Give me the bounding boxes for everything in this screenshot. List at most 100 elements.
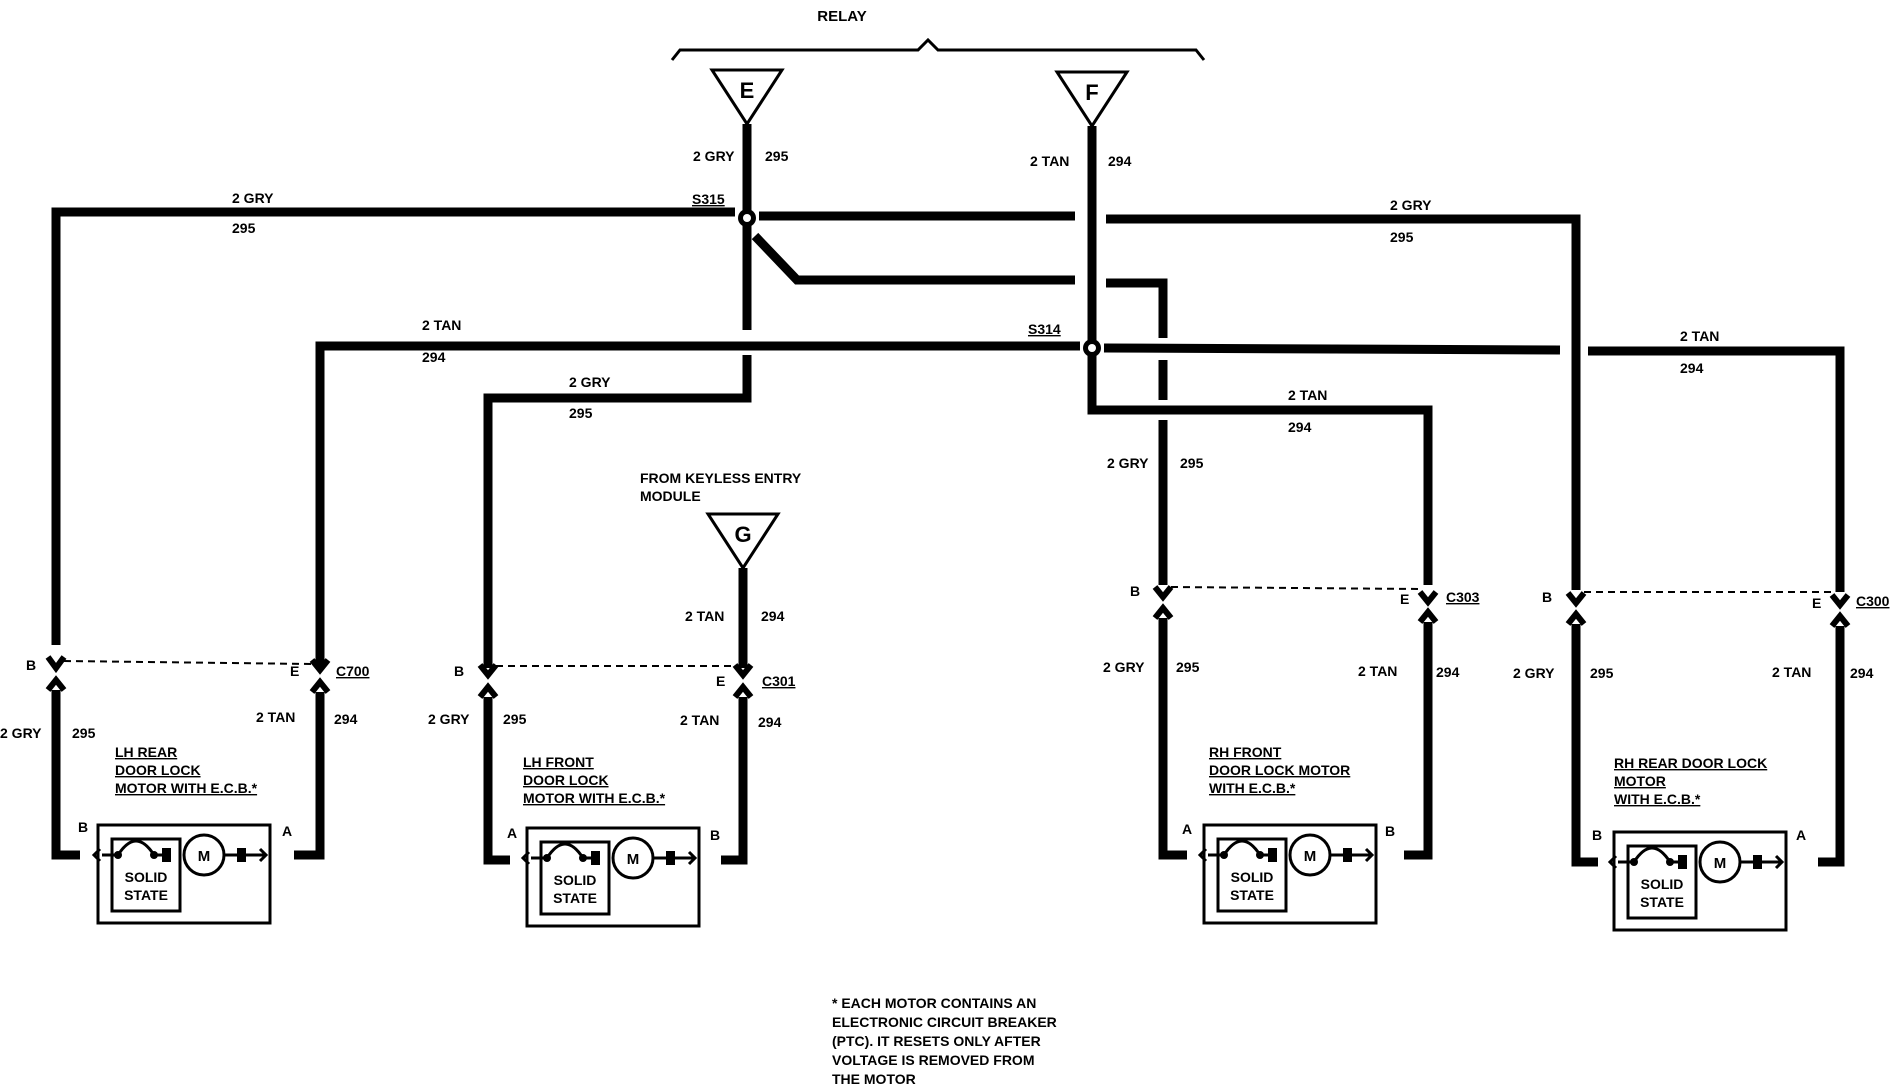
wire-294-trunk [1087, 126, 1433, 585]
connector-rh-front-b-top [1152, 585, 1174, 602]
label-rh-front-gry-mid: 2 GRY [1107, 455, 1149, 471]
connector-rh-rear-b-top [1565, 591, 1587, 608]
wire-rh-front-b-lower [1404, 622, 1433, 860]
connector-c700-tie [63, 660, 313, 665]
label-e-gry: 2 GRY [693, 148, 735, 164]
motor-lh-rear-m: M [198, 848, 211, 865]
wire-lh-rear-a-lower [294, 692, 325, 860]
wire-294-rh-rear-2 [1588, 346, 1845, 592]
relay-bracket [670, 37, 1206, 61]
connector-rh-rear-e-top [1829, 593, 1851, 610]
wire-lh-front-b-lower [721, 697, 748, 865]
keyless-label-line1: FROM KEYLESS ENTRY [640, 470, 802, 486]
relay-terminal-e [709, 68, 785, 127]
connectors [45, 585, 1851, 699]
label-rh-rear-295-low: 295 [1590, 665, 1614, 681]
wire-rh-rear-b-lower [1571, 624, 1598, 867]
motor-lh-rear-solid: SOLID [125, 869, 168, 885]
motor-rh-rear-state: STATE [1640, 894, 1684, 910]
footnote-line-5: THE MOTOR [832, 1071, 916, 1087]
wire-295-rh-front-2 [1106, 278, 1168, 338]
wire-lh-rear-b-lower [51, 690, 80, 860]
footnote-line-2: ELECTRONIC CIRCUIT BREAKER [832, 1014, 1057, 1030]
motor-rh-front-title-2: DOOR LOCK MOTOR [1209, 762, 1350, 778]
connector-lh-front-e-bot [732, 682, 754, 699]
label-rh-rear-294-top: 294 [1680, 360, 1704, 376]
connector-rh-front-e-bot [1417, 607, 1439, 624]
footnote-line-4: VOLTAGE IS REMOVED FROM [832, 1052, 1035, 1068]
splice-s314-dot [1088, 344, 1096, 352]
label-f-tan: 2 TAN [1030, 153, 1069, 169]
keyless-label-line2: MODULE [640, 488, 701, 504]
motor-lh-front-m: M [627, 851, 640, 868]
motor-rh-rear-title-2: MOTOR [1614, 773, 1666, 789]
label-rh-front-294-low: 294 [1436, 664, 1460, 680]
connector-c303-label: C303 [1446, 589, 1480, 605]
motor-lh-rear-title-2: DOOR LOCK [115, 762, 201, 778]
wire-295-rh-rear-2 [1106, 214, 1581, 590]
relay-terminal-f-label: F [1085, 80, 1098, 105]
label-rh-front-295-mid: 295 [1180, 455, 1204, 471]
motor-lh-front: SOLID STATE M [521, 826, 701, 928]
footnote-line-1: * EACH MOTOR CONTAINS AN [832, 995, 1036, 1011]
connector-c301-label: C301 [762, 673, 796, 689]
connector-c300-label: C300 [1856, 593, 1890, 609]
label-lh-rear-295-top: 295 [232, 220, 256, 236]
splice-s315-label: S315 [692, 191, 725, 207]
label-lh-front-gry-top: 2 GRY [569, 374, 611, 390]
label-lh-front-tan-low: 2 TAN [680, 712, 719, 728]
label-lh-front-295-top: 295 [569, 405, 593, 421]
pin-rh-front-b: B [1385, 823, 1395, 839]
connector-c303-tie [1170, 586, 1421, 590]
pin-lh-rear-b: B [78, 819, 88, 835]
connector-lh-front-b-top [477, 663, 499, 680]
motor-rh-rear-m: M [1714, 855, 1727, 872]
motor-lh-rear: SOLID STATE M [92, 823, 272, 925]
label-lh-rear-tan-top: 2 TAN [422, 317, 461, 333]
label-rh-front-294-top: 294 [1288, 419, 1312, 435]
connector-rh-rear-b-bot [1565, 609, 1587, 626]
pin-lh-front-a: A [507, 825, 517, 841]
pin-c301-b: B [454, 663, 464, 679]
motor-rh-rear: SOLID STATE M [1608, 830, 1788, 932]
keyless-terminal-g-label: G [734, 522, 751, 547]
wire-rh-rear-a-lower [1818, 626, 1845, 867]
label-lh-front-294-low: 294 [758, 714, 782, 730]
label-lh-rear-gry-top: 2 GRY [232, 190, 274, 206]
motor-rh-front-solid: SOLID [1231, 869, 1274, 885]
motor-rh-front-m: M [1304, 848, 1317, 865]
connector-lh-rear-b-top [45, 655, 67, 674]
pin-rh-rear-a: A [1796, 827, 1806, 843]
pin-lh-front-b: B [710, 827, 720, 843]
pin-c301-e: E [716, 673, 725, 689]
motor-rh-front-title-3: WITH E.C.B.* [1209, 780, 1296, 796]
motor-lh-front-solid: SOLID [554, 872, 597, 888]
motor-lh-rear-title-1: LH REAR [115, 744, 177, 760]
label-e-295: 295 [765, 148, 789, 164]
connector-lh-rear-e-top [309, 658, 331, 675]
motor-rh-front-state: STATE [1230, 887, 1274, 903]
motor-rh-rear-title-3: WITH E.C.B.* [1614, 791, 1701, 807]
relay-terminal-f [1054, 70, 1130, 129]
label-rh-rear-tan-low: 2 TAN [1772, 664, 1811, 680]
label-rh-rear-gry-top: 2 GRY [1390, 197, 1432, 213]
pin-c303-e: E [1400, 591, 1409, 607]
connector-lh-front-b-bot [477, 682, 499, 699]
label-rh-front-295-low: 295 [1176, 659, 1200, 675]
relay-terminal-e-label: E [740, 78, 755, 103]
pin-c300-e: E [1812, 595, 1821, 611]
label-rh-front-tan-top: 2 TAN [1288, 387, 1327, 403]
label-lh-rear-295-low: 295 [72, 725, 96, 741]
label-lh-rear-gry-low: 2 GRY [0, 725, 42, 741]
label-rh-rear-gry-low: 2 GRY [1513, 665, 1555, 681]
wire-295-rh-front [751, 232, 1075, 285]
connector-lh-front-e-top [732, 663, 754, 680]
motor-rh-front-title-1: RH FRONT [1209, 744, 1282, 760]
pin-c300-b: B [1542, 589, 1552, 605]
footnote-line-3: (PTC). IT RESETS ONLY AFTER [832, 1033, 1041, 1049]
wire-294-rh-rear [1103, 343, 1561, 355]
connector-rh-rear-e-bot [1829, 611, 1851, 628]
motor-lh-front-state: STATE [553, 890, 597, 906]
label-rh-rear-295-top: 295 [1390, 229, 1414, 245]
motor-lh-front-title-3: MOTOR WITH E.C.B.* [523, 790, 666, 806]
